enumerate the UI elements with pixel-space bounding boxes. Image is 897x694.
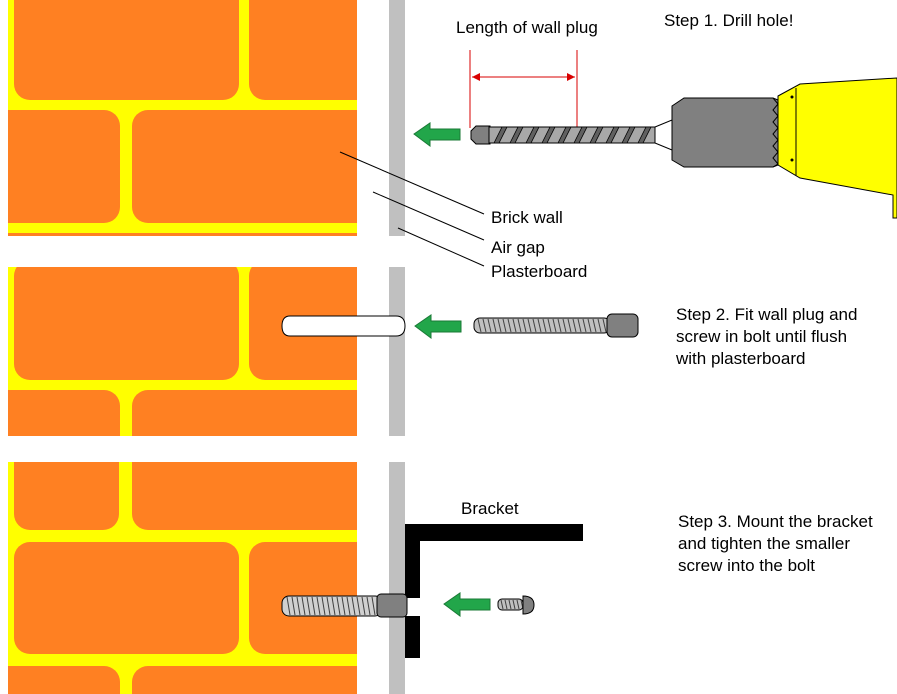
bolt-thread (291, 596, 296, 616)
step-3-line-2: and tighten the smaller (678, 534, 850, 553)
plasterboard-panel-1 (389, 0, 405, 236)
left-arrow-icon (443, 592, 491, 617)
step-2-line-2: screw in bolt until flush (676, 327, 848, 346)
bolt-thread (331, 596, 336, 616)
bolt-thread (296, 596, 301, 616)
bolt-thread (326, 596, 331, 616)
bolt-thread (371, 596, 376, 616)
bracket-label: Bracket (461, 499, 519, 518)
step-3-line-1: Step 3. Mount the bracket (678, 512, 873, 531)
bolt-thread (602, 318, 607, 333)
bolt-thread (301, 596, 306, 616)
bolt-thread (567, 318, 572, 333)
bolt-thread (592, 318, 597, 333)
step-3-line-3: screw into the bolt (678, 556, 816, 575)
plasterboard-panel-2 (389, 267, 405, 436)
screw-thread (504, 599, 508, 610)
step-2-line-3: with plasterboard (676, 349, 806, 368)
bolt-thread (497, 318, 502, 333)
brick-wall-panel-1 (8, 0, 357, 236)
bolt-thread (316, 596, 321, 616)
bit-flute (637, 126, 652, 144)
left-arrow-icon (413, 122, 461, 147)
bolt-thread (336, 596, 341, 616)
bolt-thread (512, 318, 517, 333)
bolt-thread (502, 318, 507, 333)
drill-bit (470, 119, 673, 151)
step-2-line-1: Step 2. Fit wall plug and (676, 305, 858, 324)
plasterboard-label: Plasterboard (491, 262, 588, 281)
bolt-thread (286, 596, 291, 616)
bolt-thread (366, 596, 371, 616)
bolt-thread (572, 318, 577, 333)
bolt-thread (547, 318, 552, 333)
bolt-thread (597, 318, 602, 333)
wall-plug (281, 315, 406, 337)
step-2-text: Step 2. Fit wall plug and screw in bolt … (676, 304, 857, 370)
bolt-thread (477, 318, 482, 333)
bit-flute (589, 126, 604, 144)
bolt-thread (507, 318, 512, 333)
bit-flute (557, 126, 572, 144)
bit-flute (509, 126, 524, 144)
left-arrow-icon (414, 314, 462, 339)
bolt-thread (542, 318, 547, 333)
bolt-icon (281, 593, 408, 618)
bolt-thread (532, 318, 537, 333)
brick-wall-panel-2 (8, 267, 357, 436)
bolt-thread (311, 596, 316, 616)
bolt-thread (527, 318, 532, 333)
bolt-thread (356, 596, 361, 616)
bolt-thread (482, 318, 487, 333)
bolt-icon (473, 313, 639, 338)
bit-flute (573, 126, 588, 144)
bolt-thread (577, 318, 582, 333)
bolt-thread (487, 318, 492, 333)
bolt-thread (562, 318, 567, 333)
power-drill-icon (671, 77, 897, 219)
screw-thread (516, 599, 520, 610)
bolt-thread (582, 318, 587, 333)
bolt-thread (587, 318, 592, 333)
callout-lines (339, 151, 485, 267)
bolt-thread (306, 596, 311, 616)
step-3-text: Step 3. Mount the bracket and tighten th… (678, 511, 873, 577)
screw-thread (508, 599, 512, 610)
bolt-thread (351, 596, 356, 616)
bit-flute (541, 126, 556, 144)
brick-wall-panel-3 (8, 462, 357, 694)
step-1-text: Step 1. Drill hole! (664, 10, 793, 32)
bit-flute (621, 126, 636, 144)
wall-plug-length-label: Length of wall plug (456, 18, 598, 37)
bolt-thread (517, 318, 522, 333)
bit-flute (525, 126, 540, 144)
bit-flute (493, 126, 508, 144)
plasterboard-panel-3 (389, 462, 405, 694)
bolt-thread (346, 596, 351, 616)
bolt-thread (361, 596, 366, 616)
bolt-thread (557, 318, 562, 333)
step-1-line-1: Step 1. Drill hole! (664, 11, 794, 30)
bit-flute (605, 126, 620, 144)
bolt-thread (341, 596, 346, 616)
bolt-thread (321, 596, 326, 616)
bolt-thread (552, 318, 557, 333)
bolt-thread (522, 318, 527, 333)
bolt-thread (537, 318, 542, 333)
brick-wall-label: Brick wall (491, 208, 563, 227)
bracket (405, 524, 583, 658)
screw-thread (512, 599, 516, 610)
air-gap-label: Air gap (491, 238, 545, 257)
screw-thread (500, 599, 504, 610)
wall-plug-length-dimension (469, 50, 578, 128)
screw-icon (497, 595, 535, 615)
bolt-thread (492, 318, 497, 333)
